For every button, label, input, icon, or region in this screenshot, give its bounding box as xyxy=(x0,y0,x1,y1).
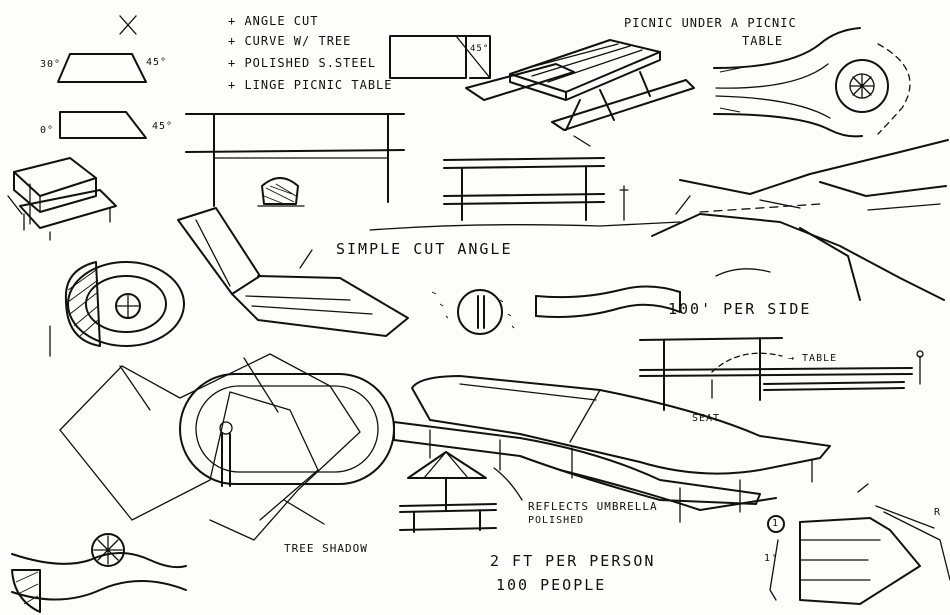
oval-table-plan xyxy=(59,353,395,541)
simple-cut-angle-label: SIMPLE CUT ANGLE xyxy=(336,240,513,258)
angle-30-label: 30° xyxy=(40,59,62,70)
angle-0-label: 0° xyxy=(40,125,55,136)
reflect-umbrella-label: REFLECTS UMBRELLA xyxy=(528,500,658,513)
picnic-under-label: PICNIC UNDER A PICNIC xyxy=(624,16,797,30)
note-polished-steel: + POLISHED S.STEEL xyxy=(228,56,377,70)
note-linge-picnic-table: + LINGE PICNIC TABLE xyxy=(228,78,393,92)
umbrella-table-elevation xyxy=(399,451,523,533)
long-curved-table xyxy=(393,375,831,523)
edge-mark-label: R xyxy=(934,507,942,518)
seat-label: SEAT xyxy=(692,413,721,424)
note-angle-cut: + ANGLE CUT xyxy=(228,14,319,28)
parallelogram-0-45 xyxy=(59,111,147,139)
branching-path-plan xyxy=(651,139,949,301)
box-45-diagonal xyxy=(389,35,491,79)
picnic-table-perspective xyxy=(465,39,695,147)
bottom-wavy-path xyxy=(11,533,187,613)
circular-path-plan xyxy=(713,27,911,138)
circle-one-label: 1 xyxy=(772,518,780,529)
small-picnic-table-sketch xyxy=(7,157,117,241)
tree-circle-icon xyxy=(431,289,515,335)
picnic-under-table-label: TABLE xyxy=(742,34,784,48)
table-elevation-middle xyxy=(369,157,681,231)
side-mark-label: 1' xyxy=(764,553,779,564)
angle-45-bottom-label: 45° xyxy=(152,121,174,132)
angle-45-top-label: 45° xyxy=(146,57,168,68)
polished-label: POLISHED xyxy=(528,515,585,526)
wavy-path-plan xyxy=(535,268,771,318)
per-person-label: 2 FT PER PERSON xyxy=(490,552,656,570)
tree-shadow-label: TREE SHADOW xyxy=(284,542,368,555)
table-arrow-label: → TABLE xyxy=(788,353,838,364)
table-seat-elevation xyxy=(639,337,924,411)
people-count-label: 100 PEOPLE xyxy=(496,576,607,594)
note-curve-tree: + CURVE W/ TREE xyxy=(228,34,352,48)
angled-bench-plan xyxy=(177,207,409,337)
table-elevation-top xyxy=(185,113,405,207)
trapezoid-30-45 xyxy=(57,53,147,83)
tree-circle-plan xyxy=(49,261,185,357)
bottom-right-bench xyxy=(767,483,950,605)
angle-45-box-label: 45° xyxy=(470,44,490,54)
corner-x-mark xyxy=(119,15,137,35)
per-side-label: 100' PER SIDE xyxy=(668,300,812,318)
